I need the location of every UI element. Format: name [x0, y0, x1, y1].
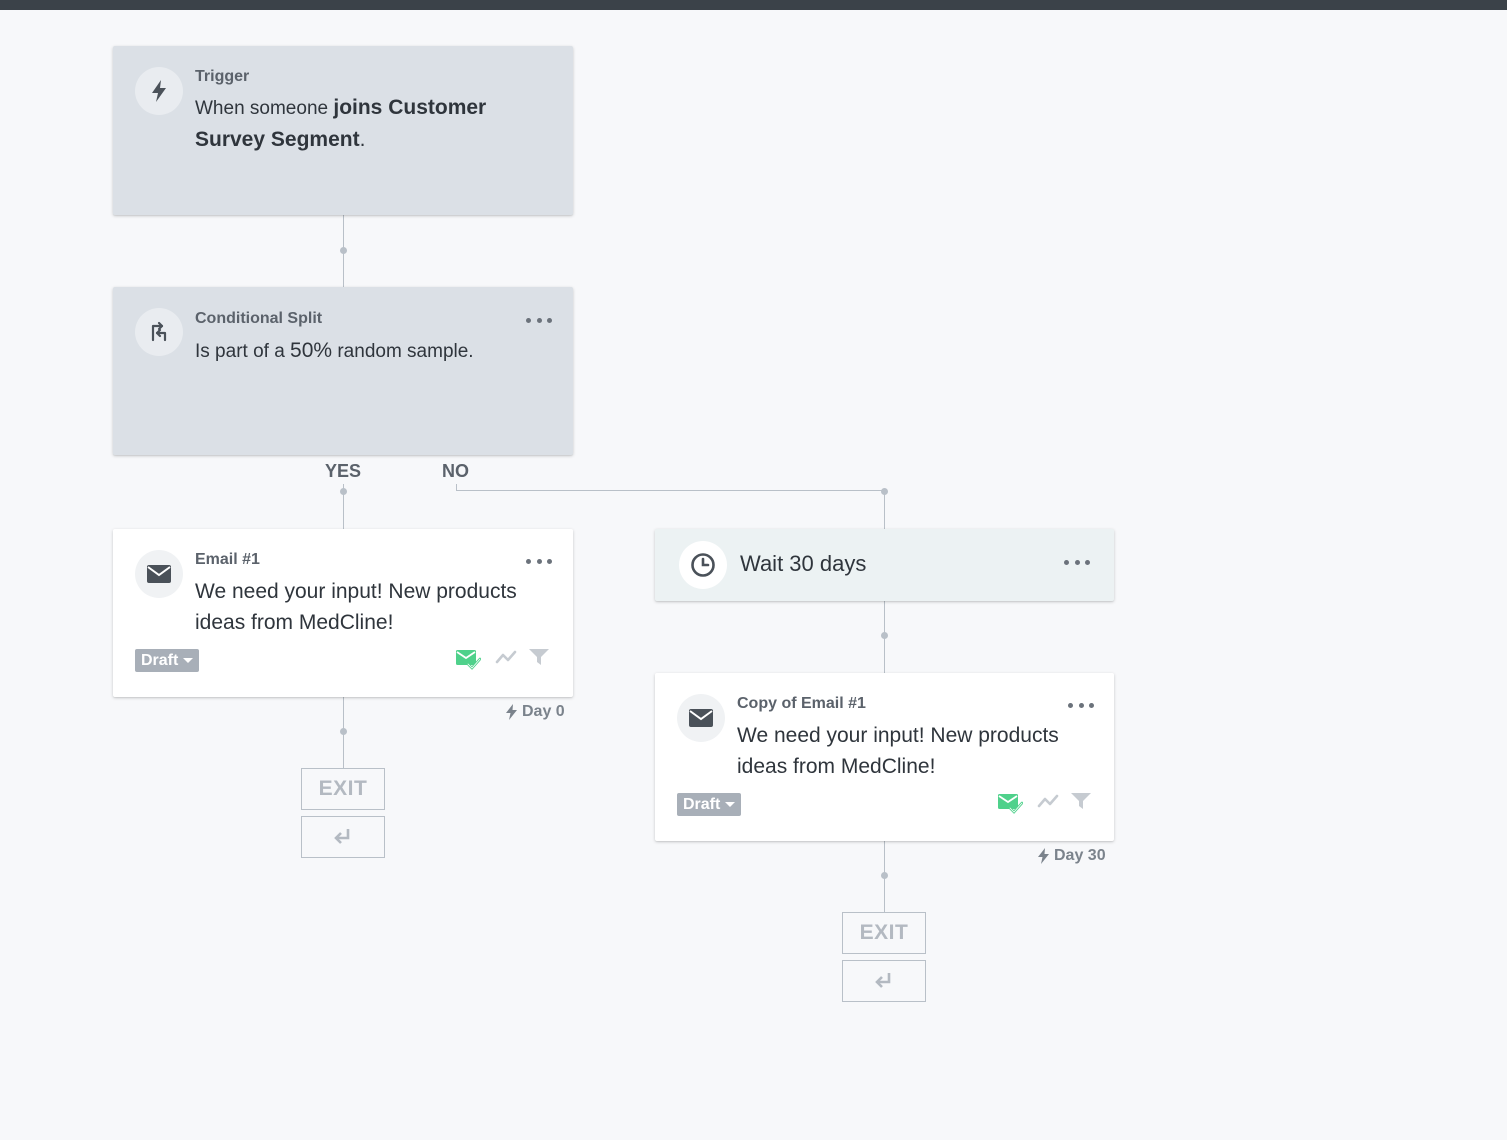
wait-card[interactable]: Wait 30 days [655, 529, 1114, 601]
chevron-down-icon [725, 802, 736, 807]
return-arrow-button-2[interactable] [842, 960, 926, 1002]
email-1-label: Email #1 [195, 551, 260, 568]
email-check-icon[interactable] [455, 648, 482, 675]
exit-node-1[interactable]: EXIT [301, 768, 385, 810]
top-bar [0, 0, 1507, 10]
connector-dot [881, 488, 888, 495]
connector-no [456, 484, 457, 491]
email-2-menu-button[interactable] [1068, 698, 1094, 712]
email-card-2[interactable]: Copy of Email #1 We need your input! New… [655, 673, 1114, 841]
return-arrow-icon [334, 829, 350, 844]
wait-menu-button[interactable] [1064, 555, 1090, 569]
lightning-icon [506, 704, 517, 720]
exit-node-2[interactable]: EXIT [842, 912, 926, 954]
filter-icon[interactable] [1070, 791, 1092, 816]
email-1-status-dropdown[interactable]: Draft [135, 649, 200, 672]
conditional-split-card[interactable]: Conditional Split Is part of a 50% rando… [113, 287, 573, 455]
email-2-status-label: Draft [683, 795, 721, 813]
split-icon [135, 308, 183, 356]
wait-duration: Wait 30 days [740, 551, 867, 576]
email-card-1[interactable]: Email #1 We need your input! New product… [113, 529, 573, 697]
email-2-subject: We need your input! New products ideas f… [737, 724, 1059, 778]
connector-dot [340, 247, 347, 254]
trigger-text-suffix: . [359, 128, 366, 151]
split-menu-button[interactable] [526, 313, 552, 327]
trigger-text-prefix: When someone [195, 98, 334, 119]
envelope-icon [135, 550, 183, 598]
trend-icon[interactable] [1037, 792, 1061, 817]
split-label: Conditional Split [195, 310, 323, 327]
split-description: Is part of a 50% random sample. [195, 335, 565, 367]
clock-icon [679, 541, 727, 589]
connector-dot [340, 728, 347, 735]
email-1-subject: We need your input! New products ideas f… [195, 580, 517, 634]
trigger-label: Trigger [195, 68, 250, 85]
no-branch-label: NO [442, 461, 469, 481]
connector-yes [343, 484, 344, 529]
email-2-status-dropdown[interactable]: Draft [677, 793, 742, 816]
email-1-day-text: Day 0 [522, 703, 565, 720]
return-arrow-button-1[interactable] [301, 816, 385, 858]
trend-icon[interactable] [495, 648, 519, 673]
trigger-card[interactable]: Trigger When someone joins Customer Surv… [113, 46, 573, 215]
email-2-label: Copy of Email #1 [737, 695, 866, 712]
email-1-menu-button[interactable] [526, 554, 552, 568]
lightning-icon [1038, 848, 1049, 864]
chevron-down-icon [183, 658, 194, 663]
return-arrow-icon [875, 973, 891, 988]
connector-dot [340, 488, 347, 495]
connector-no [884, 490, 885, 529]
email-1-status-label: Draft [141, 651, 179, 669]
connector-dot [881, 872, 888, 879]
connector-no [456, 490, 885, 491]
yes-branch-label: YES [325, 461, 362, 481]
email-2-day: Day 30 [1037, 847, 1106, 865]
connector-dot [881, 632, 888, 639]
split-percentage: 50% [290, 339, 333, 362]
split-text-suffix: random sample. [332, 341, 474, 362]
email-check-icon[interactable] [997, 792, 1024, 819]
envelope-icon [677, 694, 725, 742]
filter-icon[interactable] [528, 647, 550, 672]
email-1-day: Day 0 [505, 703, 565, 721]
trigger-description: When someone joins Customer Survey Segme… [195, 92, 555, 155]
lightning-icon [135, 67, 183, 115]
split-text-prefix: Is part of a [195, 341, 291, 362]
trigger-segment: joins Customer Survey Segment [195, 96, 487, 151]
email-2-day-text: Day 30 [1054, 847, 1106, 864]
